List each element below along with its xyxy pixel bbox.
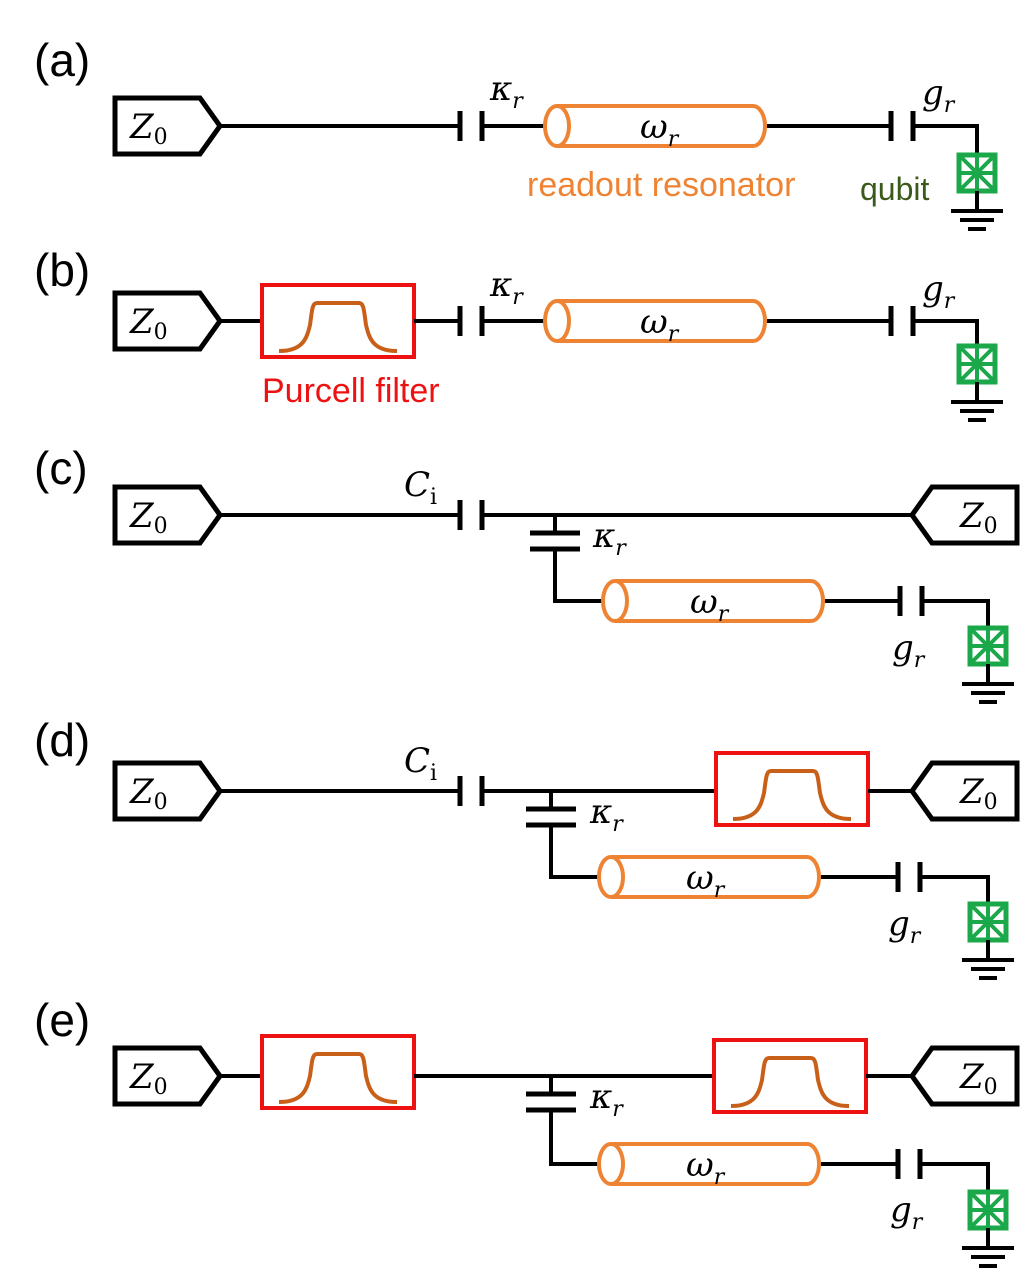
readout-resonator-caption: readout resonator [527, 166, 795, 204]
purcell-filter [714, 751, 870, 827]
qubit-icon [962, 1192, 1014, 1266]
kappa-label: κr [592, 516, 627, 561]
panel-d: (d) Z0 Ci Z0 κr ωr gr [34, 714, 1017, 978]
omega-label: ωr [686, 1145, 726, 1190]
purcell-filter-input [260, 1034, 416, 1110]
port-label: Z0 [129, 302, 168, 345]
qubit-icon [962, 904, 1014, 978]
wire [553, 549, 603, 603]
port-label: Z0 [959, 772, 998, 815]
g-label: gr [922, 73, 956, 118]
wire [549, 1110, 599, 1166]
coupling-capacitor [460, 306, 482, 336]
panel-c: (c) Z0 Ci Z0 κr ωr gr [34, 442, 1017, 702]
kappa-label: κr [589, 792, 624, 837]
wire [913, 124, 979, 155]
qubit-icon [962, 628, 1014, 702]
panel-label: (b) [34, 244, 90, 296]
shunt-coupling-capacitor [526, 1094, 576, 1110]
qubit-coupling-capacitor [900, 586, 922, 616]
g-label: gr [888, 904, 922, 949]
wire [913, 319, 979, 346]
port-label: Z0 [129, 496, 168, 539]
kappa-label: κr [489, 265, 524, 310]
input-capacitor [460, 776, 482, 806]
qubit-icon [951, 346, 1003, 420]
panel-label: (e) [34, 994, 90, 1046]
g-label: gr [892, 628, 926, 673]
wire [549, 825, 599, 879]
panel-b: (b) Z0 Purcell filter κr ωr gr [34, 244, 1003, 420]
omega-label: ωr [686, 858, 726, 903]
port-label: Z0 [959, 496, 998, 539]
shunt-coupling-capacitor [530, 533, 580, 549]
ci-label: Ci [404, 741, 437, 786]
qubit-coupling-capacitor [898, 1149, 920, 1179]
panel-e: (e) Z0 Z0 κr ωr gr [34, 994, 1017, 1266]
wire [920, 1162, 990, 1192]
port-label: Z0 [959, 1057, 998, 1100]
qubit-coupling-capacitor [898, 862, 920, 892]
port-label: Z0 [129, 772, 168, 815]
wire [922, 599, 990, 628]
qubit-coupling-capacitor [891, 111, 913, 141]
purcell-filter [260, 283, 416, 359]
purcell-filter-caption: Purcell filter [262, 372, 440, 410]
omega-label: ωr [690, 582, 730, 627]
qubit-coupling-capacitor [891, 306, 913, 336]
port-label: Z0 [129, 107, 168, 150]
kappa-label: κr [489, 69, 524, 114]
kappa-label: κr [589, 1077, 624, 1122]
shunt-coupling-capacitor [526, 809, 576, 825]
input-capacitor [460, 500, 482, 530]
qubit-icon [951, 155, 1003, 229]
ci-label: Ci [404, 465, 437, 510]
panel-label: (c) [34, 442, 88, 494]
panel-label: (a) [34, 34, 90, 86]
port-label: Z0 [129, 1057, 168, 1100]
g-label: gr [890, 1190, 924, 1235]
g-label: gr [922, 269, 956, 314]
purcell-filter-output [712, 1038, 868, 1114]
qubit-caption: qubit [860, 171, 930, 207]
omega-label: ωr [640, 107, 680, 152]
panel-label: (d) [34, 714, 90, 766]
coupling-capacitor [460, 111, 482, 141]
panel-a: (a) Z0 κr ωr readout resonator gr qubit [34, 34, 1003, 229]
omega-label: ωr [640, 302, 680, 347]
wire [920, 875, 990, 904]
